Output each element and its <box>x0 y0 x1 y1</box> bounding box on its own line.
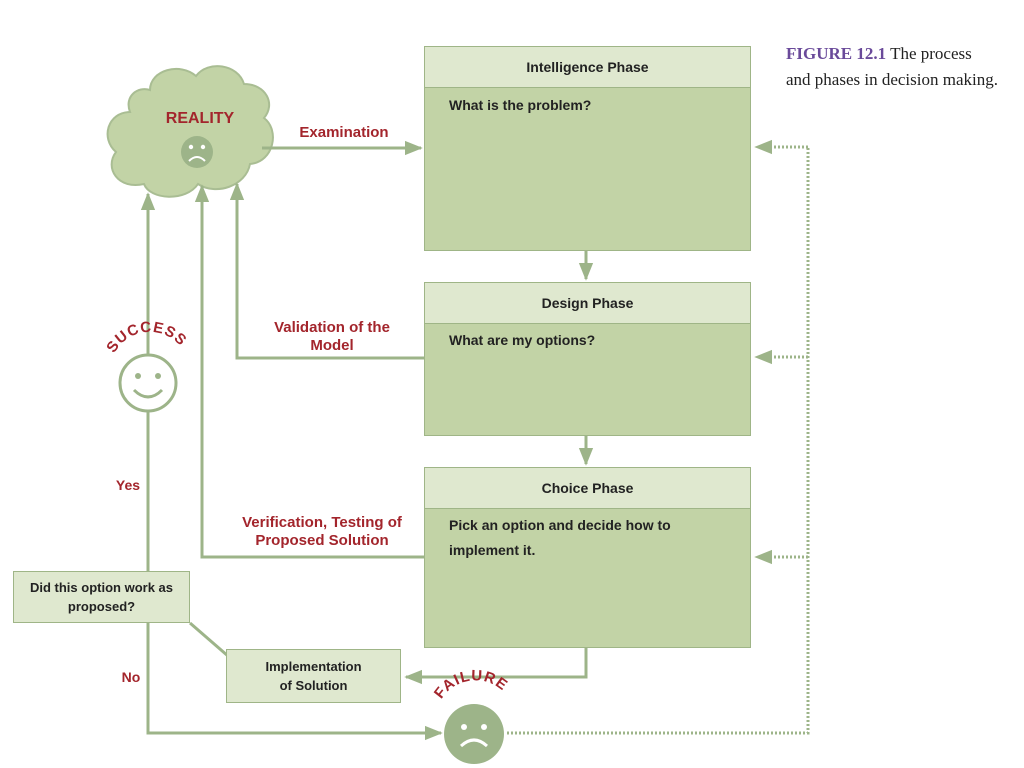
verification-arrow <box>194 184 425 559</box>
examination-label: Examination <box>299 124 389 141</box>
happy-face-icon <box>118 353 178 413</box>
reality-cloud <box>106 65 274 198</box>
choice-phase-box: Choice Phase Pick an option and decide h… <box>424 467 751 648</box>
intelligence-phase-box: Intelligence Phase What is the problem? <box>424 46 751 251</box>
intelligence-phase-question: What is the problem? <box>449 97 592 113</box>
design-phase-title: Design Phase <box>425 283 750 324</box>
choice-to-implementation-arrow <box>404 648 588 685</box>
caption-line1: The process <box>890 44 972 63</box>
failure-label: FAILURE <box>431 667 511 702</box>
no-path-arrow <box>146 623 443 741</box>
intelligence-phase-title: Intelligence Phase <box>425 47 750 88</box>
failure-feedback-dotted <box>507 147 810 735</box>
reality-label: REALITY <box>165 110 235 127</box>
choice-phase-title: Choice Phase <box>425 468 750 509</box>
sad-face-icon <box>181 136 213 168</box>
caption-line2: and phases in decision making. <box>786 70 998 89</box>
figure-label: FIGURE 12.1 <box>786 44 887 63</box>
yes-label: Yes <box>115 477 141 493</box>
design-phase-question: What are my options? <box>449 332 596 348</box>
figure-caption: FIGURE 12.1 The process and phases in de… <box>786 41 1018 93</box>
validation-label: Validation of the Model <box>274 319 390 354</box>
choice-phase-question: Pick an option and decide how to impleme… <box>449 517 671 558</box>
design-phase-box: Design Phase What are my options? <box>424 282 751 436</box>
did-option-work-box: Did this option work as proposed? <box>13 571 190 623</box>
implementation-box: Implementation of Solution <box>226 649 401 703</box>
validation-arrow <box>229 182 425 360</box>
no-label: No <box>121 669 141 685</box>
implementation-to-question-line <box>189 621 229 658</box>
verification-label: Verification, Testing of Proposed Soluti… <box>242 514 402 549</box>
failure-sad-face-icon <box>444 704 504 764</box>
